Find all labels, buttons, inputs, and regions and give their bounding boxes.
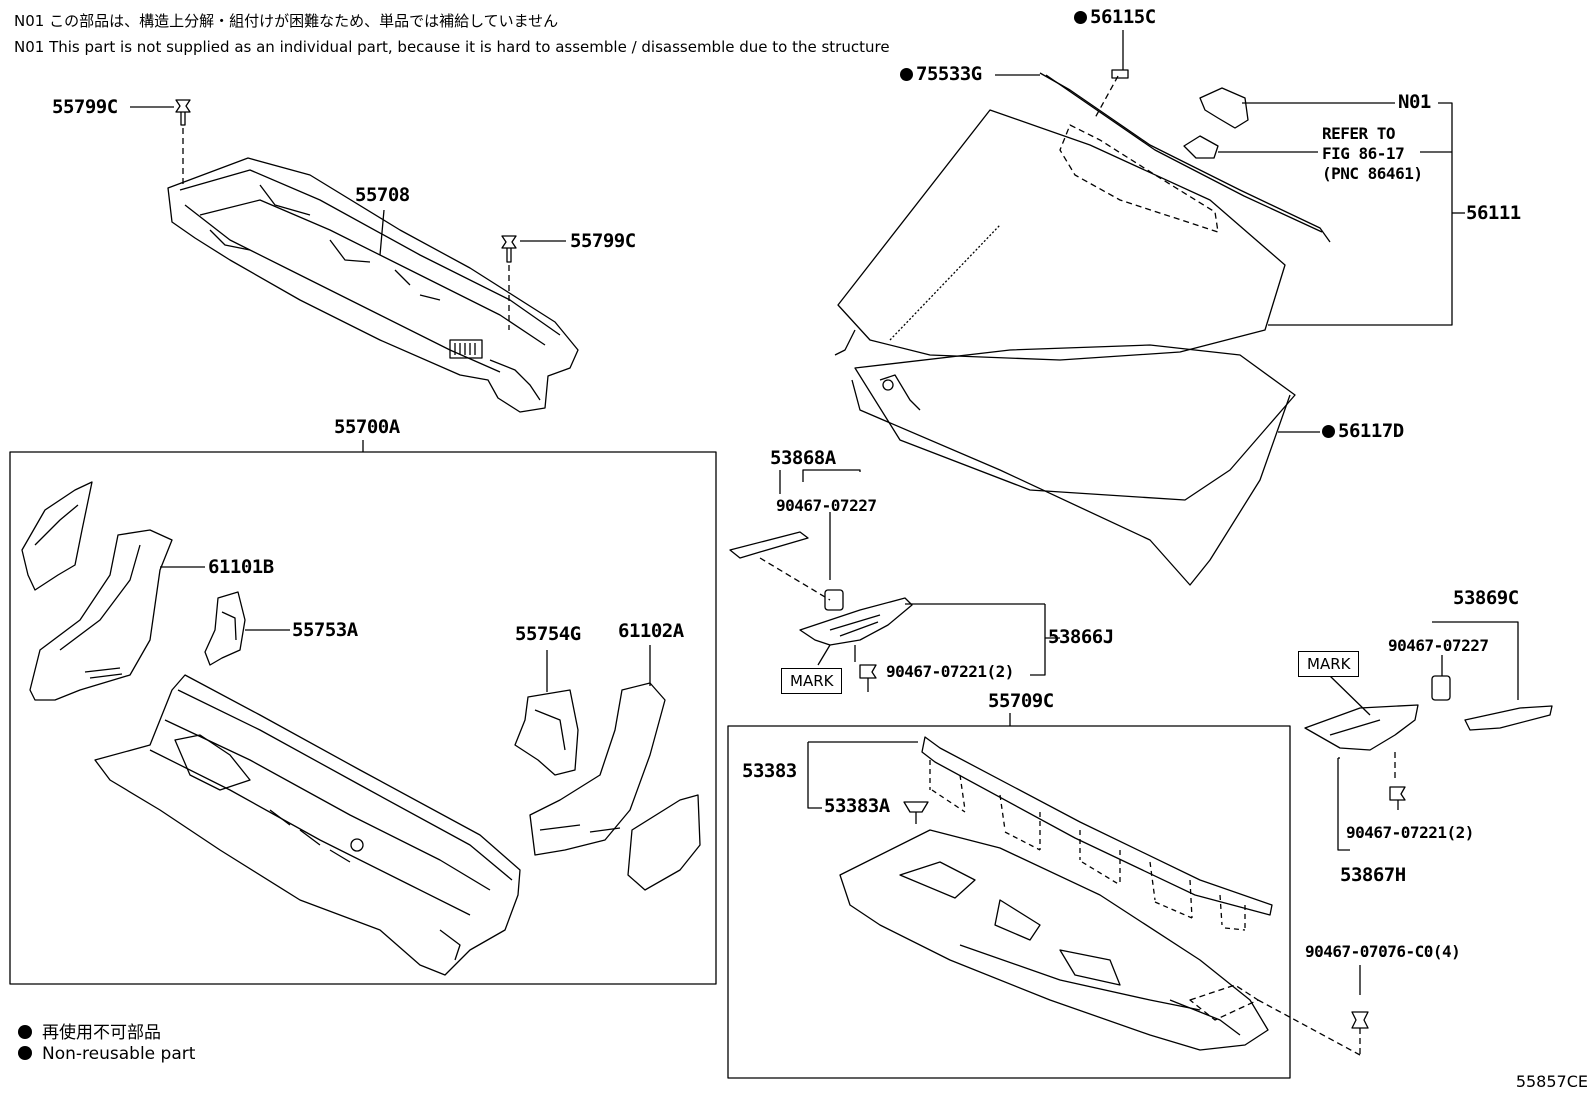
label-55709C: 55709C (988, 690, 1054, 712)
figure-number: 55857CE (1515, 1072, 1588, 1091)
clip-55799C-mid (501, 235, 566, 330)
non-reusable-dot-icon (1074, 11, 1087, 24)
note-n01-english: N01 This part is not supplied as an indi… (14, 38, 890, 56)
label-53868A: 53868A (770, 447, 836, 469)
label-90467-07221-left: 90467-07221(2) (886, 662, 1014, 681)
label-55799C-top: 55799C (52, 96, 118, 118)
assembly-box-55709C (727, 725, 1291, 1079)
assembly-box-55700A (9, 451, 717, 985)
label-75533G: 75533G (900, 63, 982, 85)
bracket-55753A (204, 591, 290, 666)
trim-53869C (1432, 621, 1553, 731)
clip-55799C-top (130, 99, 191, 185)
label-55700A: 55700A (334, 416, 400, 438)
clip-90467-07221-right (1389, 786, 1406, 810)
label-55799C-mid: 55799C (570, 230, 636, 252)
label-90467-07227-left: 90467-07227 (776, 496, 877, 515)
clip-90467-07227-left (824, 589, 844, 611)
label-75533G-text: 75533G (916, 63, 982, 85)
bracket-N01 (1199, 87, 1395, 129)
cowl-top-panel-55708 (167, 157, 579, 413)
weatherstrip-53383 (921, 736, 1273, 931)
label-53383A: 53383A (824, 795, 890, 817)
note-n01-japanese: N01 この部品は、構造上分解・組付けが困難なため、単品では補給していません (14, 12, 559, 30)
cover-53866J (799, 597, 1060, 676)
bracket-61101B (21, 481, 205, 701)
mark-box-left: MARK (781, 668, 843, 694)
label-55753A: 55753A (292, 619, 358, 641)
non-reusable-dot-icon (18, 1025, 32, 1039)
legend-english: Non-reusable part (18, 1044, 195, 1064)
label-61102A: 61102A (618, 620, 684, 642)
label-55708: 55708 (355, 184, 410, 206)
clip-90467-07221-left (859, 664, 877, 692)
molding-75533G (995, 72, 1331, 243)
legend-japanese-text: 再使用不可部品 (42, 1023, 161, 1043)
mark-box-right: MARK (1298, 651, 1360, 677)
leader-56111 (1268, 102, 1453, 326)
label-refer-line3: (PNC 86461) (1322, 164, 1423, 183)
non-reusable-dot-icon (1322, 425, 1335, 438)
clip-90467-07227-right (1431, 675, 1451, 701)
label-56115C-text: 56115C (1090, 6, 1156, 28)
label-53869C: 53869C (1453, 587, 1519, 609)
label-56117D: 56117D (1322, 420, 1404, 442)
label-56117D-text: 56117D (1338, 420, 1404, 442)
label-56111: 56111 (1466, 202, 1521, 224)
label-53866J: 53866J (1048, 626, 1114, 648)
label-53867H: 53867H (1340, 864, 1406, 886)
label-56115C: 56115C (1074, 6, 1156, 28)
clip-90467-07076 (1351, 965, 1369, 1055)
windshield-glass (834, 109, 1296, 501)
cowl-panel-55709C (839, 829, 1269, 1051)
label-N01: N01 (1398, 91, 1431, 113)
label-90467-07227-right: 90467-07227 (1388, 636, 1489, 655)
sensor-cover-refer (1183, 135, 1318, 159)
clip-53383A (903, 801, 929, 824)
legend-english-text: Non-reusable part (42, 1044, 196, 1064)
legend-japanese: 再使用不可部品 (18, 1018, 161, 1043)
label-refer-line1: REFER TO (1322, 124, 1396, 143)
label-61101B: 61101B (208, 556, 274, 578)
cowl-panel-55700A (94, 674, 521, 976)
label-refer-line2: FIG 86-17 (1322, 144, 1405, 163)
part-56115C (1111, 30, 1129, 79)
non-reusable-dot-icon (18, 1046, 32, 1060)
cover-53867H (1304, 675, 1419, 851)
leader-53383 (807, 741, 918, 809)
bracket-55754G (514, 650, 579, 776)
bracket-61102A (529, 645, 701, 891)
label-55754G: 55754G (515, 623, 581, 645)
non-reusable-dot-icon (900, 68, 913, 81)
trim-53868A (729, 469, 861, 601)
label-90467-07221-right: 90467-07221(2) (1346, 823, 1474, 842)
molding-56117D (851, 379, 1320, 586)
label-90467-07076: 90467-07076-C0(4) (1305, 942, 1461, 961)
label-53383: 53383 (742, 760, 797, 782)
